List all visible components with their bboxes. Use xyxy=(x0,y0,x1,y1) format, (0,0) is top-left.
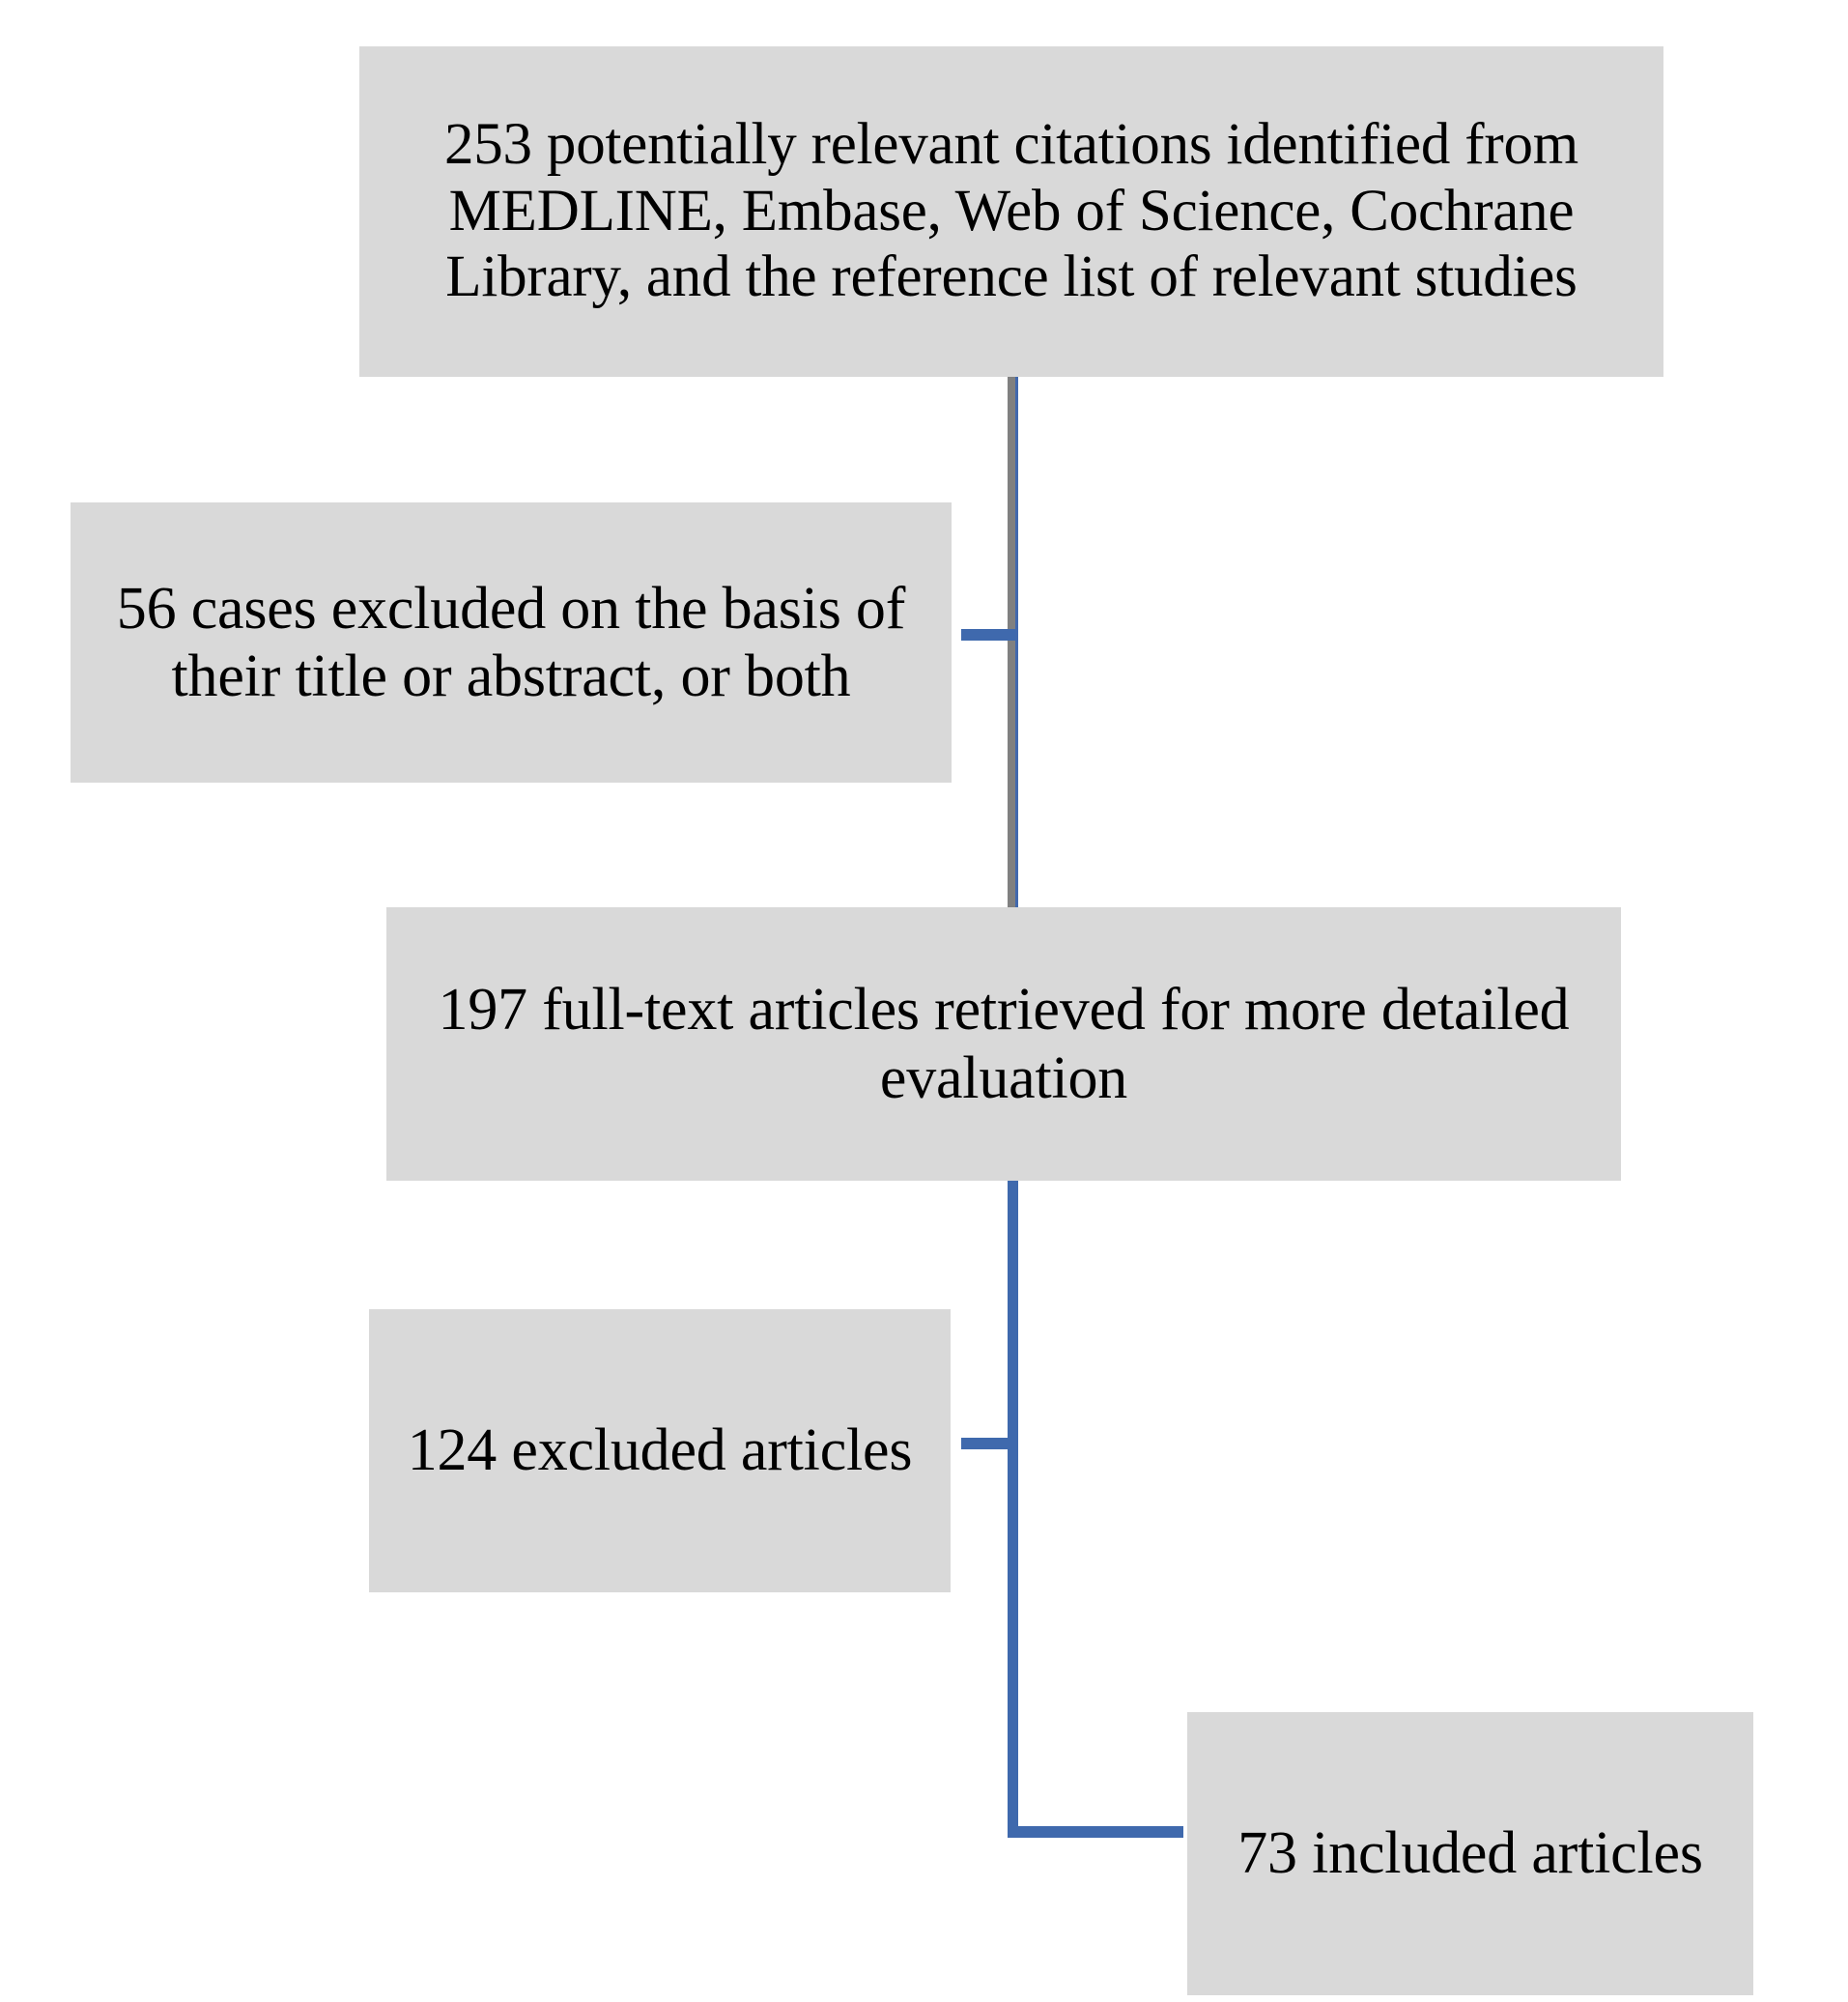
connector-elbow-to-included-articles-box xyxy=(1008,1826,1183,1838)
node-identified-citations-label: 253 potentially relevant citations ident… xyxy=(443,111,1579,310)
connector-fulltext-to-included xyxy=(1008,1181,1018,1838)
node-identified-citations: 253 potentially relevant citations ident… xyxy=(359,46,1663,377)
connector-to-excluded-articles-box xyxy=(961,1438,1017,1449)
node-included-articles-label: 73 included articles xyxy=(1237,1820,1703,1887)
node-excluded-articles: 124 excluded articles xyxy=(369,1309,951,1592)
node-full-text-retrieved: 197 full-text articles retrieved for mor… xyxy=(386,907,1621,1181)
node-excluded-by-title-or-abstract-label: 56 cases excluded on the basis of their … xyxy=(116,575,906,709)
node-full-text-retrieved-label: 197 full-text articles retrieved for mor… xyxy=(438,977,1570,1111)
node-excluded-articles-label: 124 excluded articles xyxy=(407,1417,913,1484)
connector-to-excluded-by-title-box xyxy=(961,629,1016,641)
connector-sources-to-fulltext xyxy=(1008,377,1018,909)
node-included-articles: 73 included articles xyxy=(1187,1712,1753,1995)
node-excluded-by-title-or-abstract: 56 cases excluded on the basis of their … xyxy=(71,502,952,783)
